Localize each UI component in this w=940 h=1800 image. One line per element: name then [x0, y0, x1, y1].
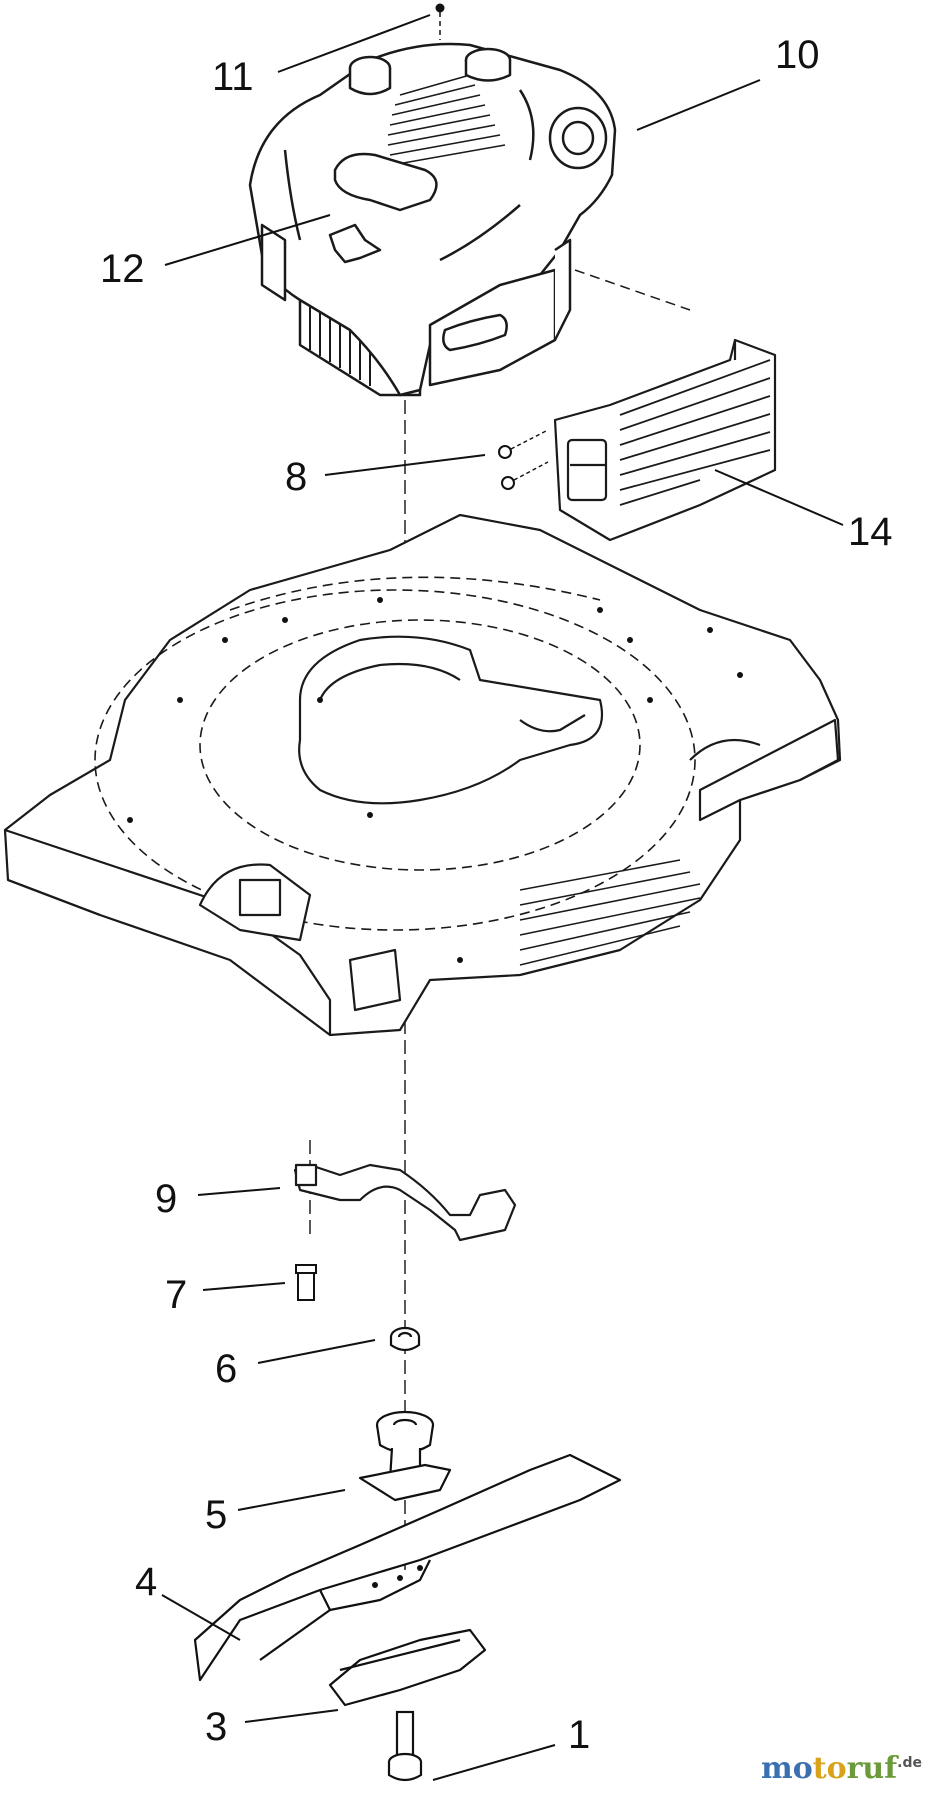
blade-adapter-part-5 [358, 1410, 452, 1502]
engine-assembly [248, 42, 691, 397]
callout-8: 8 [285, 455, 307, 499]
callout-7: 7 [165, 1273, 187, 1317]
watermark-part-3: ruf [846, 1751, 898, 1786]
stiffener-part-3 [328, 1628, 487, 1707]
callout-4: 4 [135, 1560, 157, 1604]
watermark-part-2: to [812, 1751, 847, 1786]
blade-part-4 [193, 1453, 622, 1682]
watermark-logo: motoruf.de [761, 1751, 922, 1786]
watermark-suffix: .de [897, 1755, 922, 1771]
callout-10: 10 [775, 33, 820, 77]
callout-1: 1 [568, 1713, 590, 1757]
grass-guard-part-14 [553, 338, 777, 542]
bracket-part-9 [293, 1163, 517, 1242]
top-bolt-part-11 [435, 3, 445, 40]
screws-part-8 [498, 429, 549, 490]
callout-6: 6 [215, 1347, 237, 1391]
callout-labels: 11 10 12 8 14 9 7 6 5 4 3 1 [100, 33, 893, 1757]
callout-14: 14 [848, 510, 893, 554]
blade-bolt-part-1 [387, 1710, 423, 1782]
callout-5: 5 [205, 1493, 227, 1537]
watermark-part-1: mo [760, 1751, 813, 1786]
washer-part-6 [389, 1326, 421, 1352]
callout-3: 3 [205, 1705, 227, 1749]
leader-lines [161, 14, 844, 1781]
callout-12: 12 [100, 247, 145, 291]
callout-11: 11 [212, 55, 254, 99]
mower-deck [3, 513, 842, 1037]
callout-9: 9 [155, 1177, 177, 1221]
bolt-part-7 [295, 1264, 317, 1301]
